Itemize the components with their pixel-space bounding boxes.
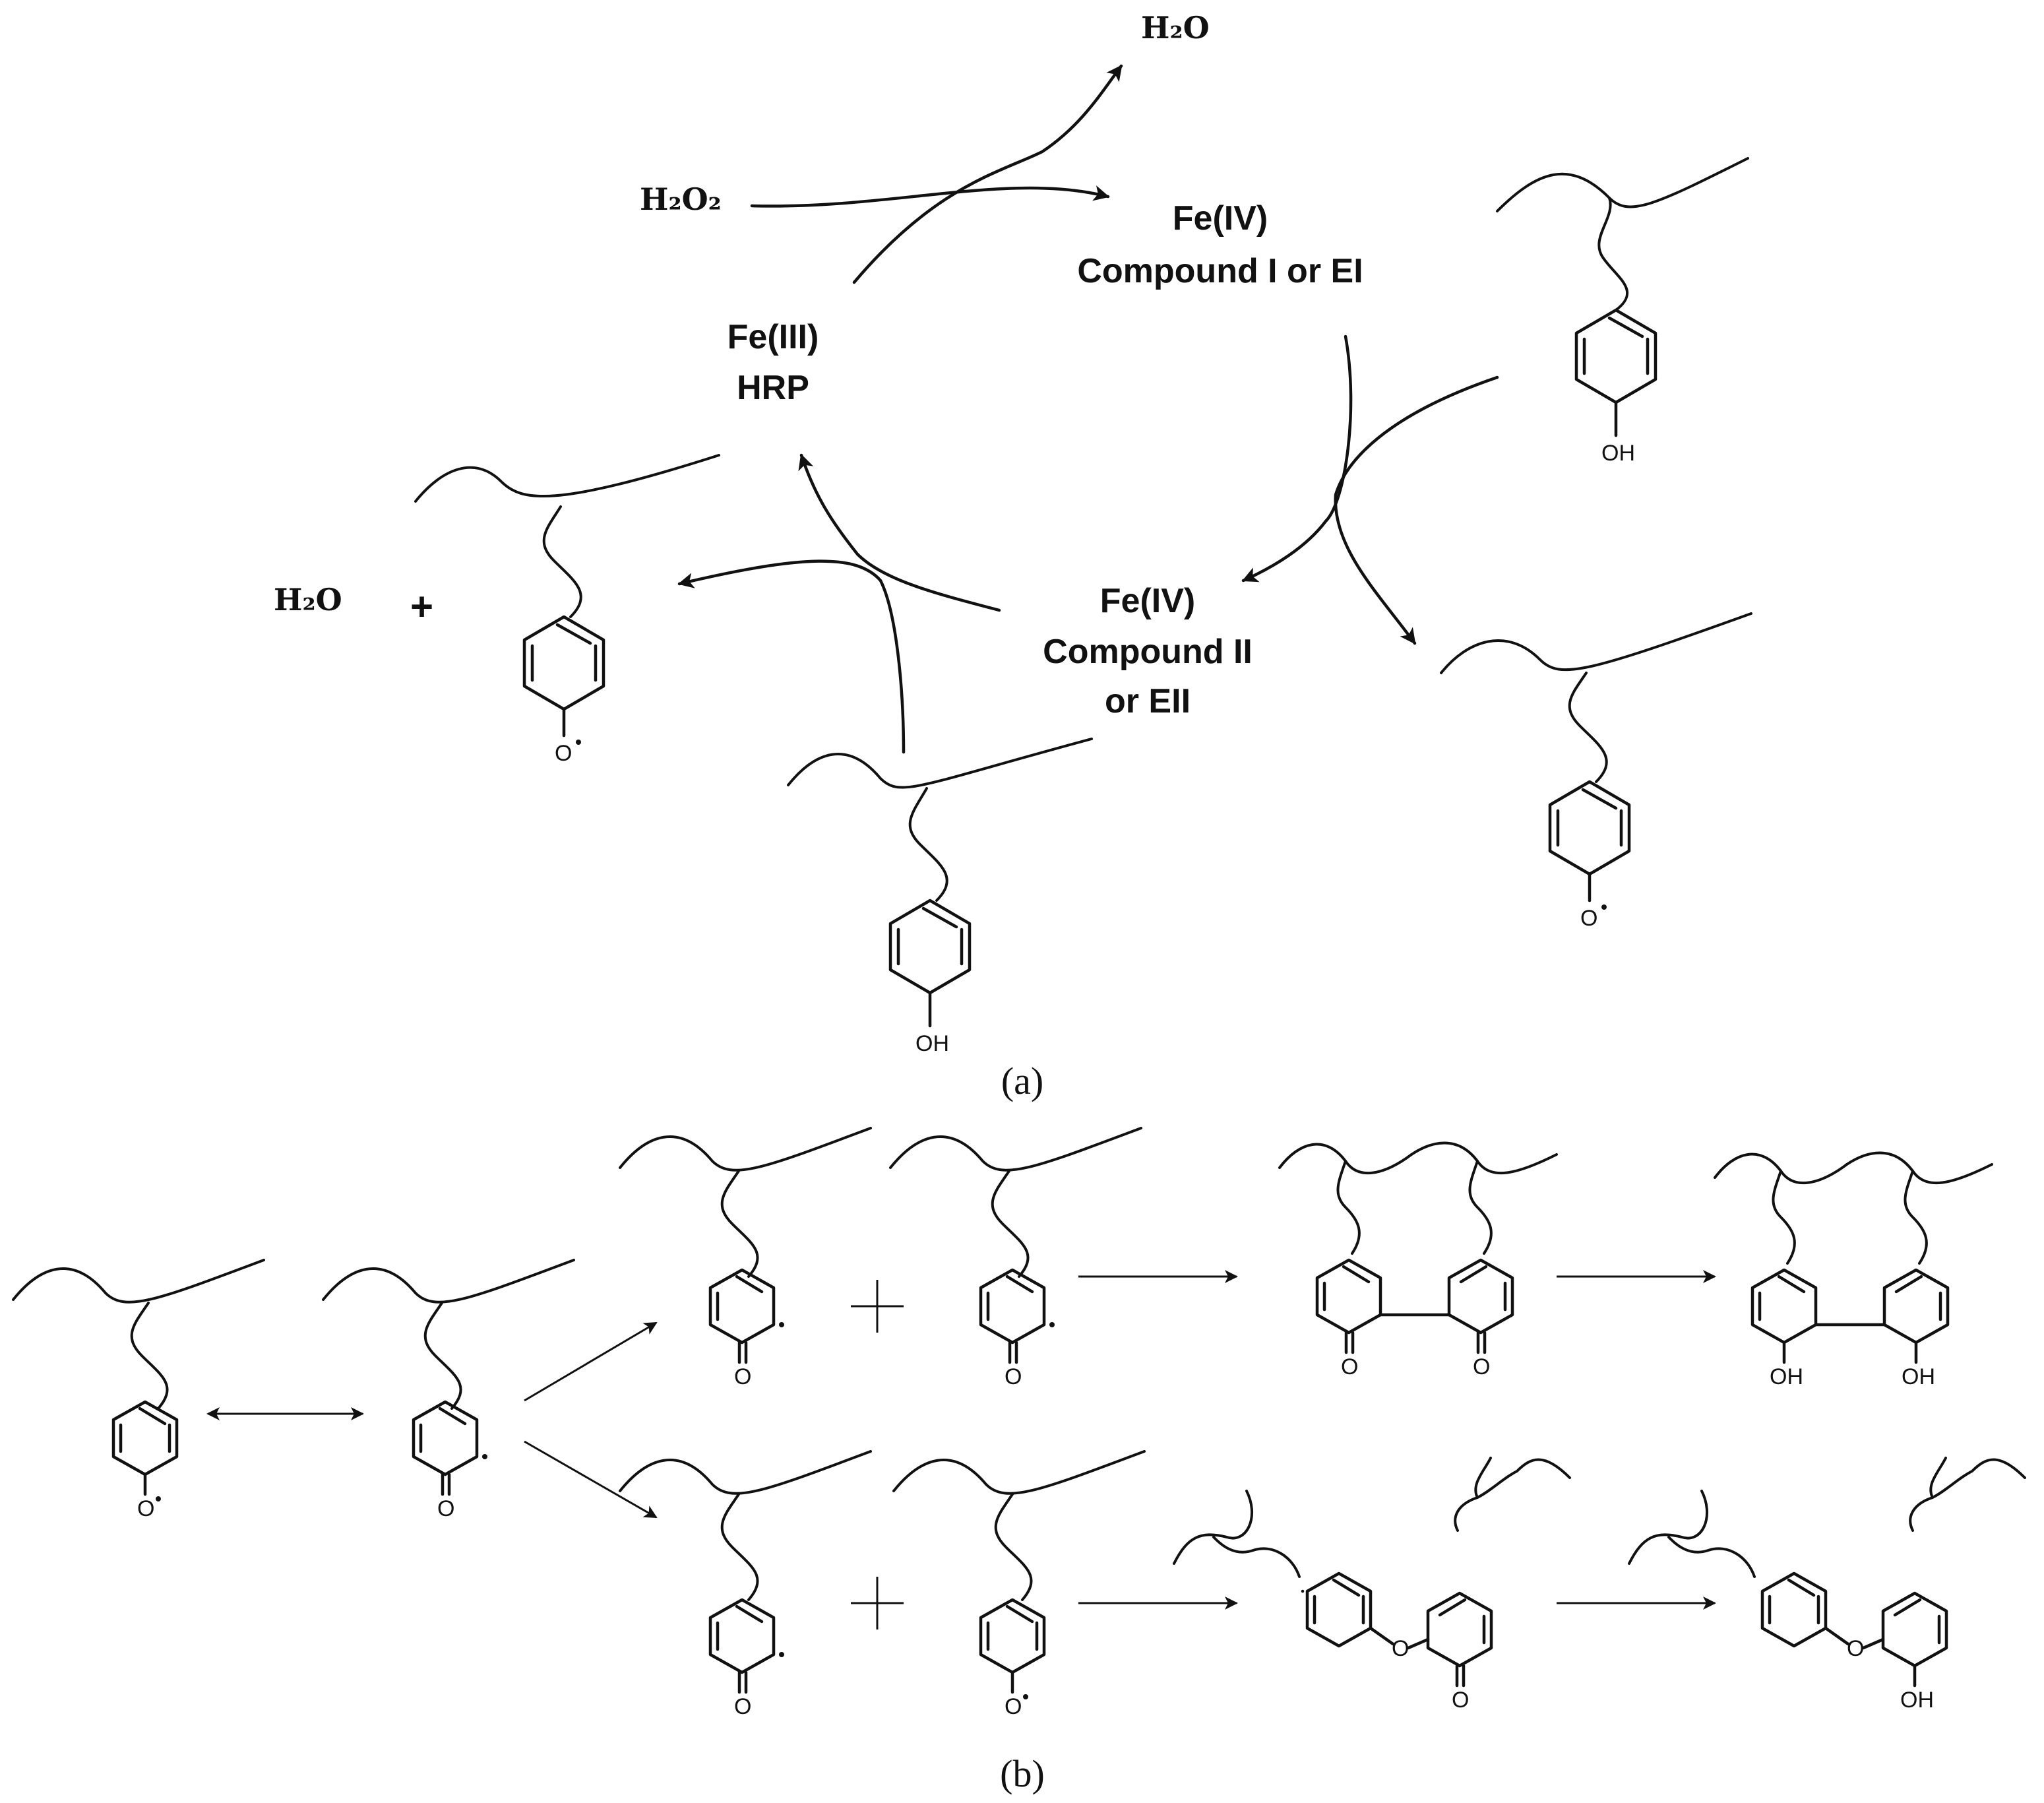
svg-text:O: O [1005,1694,1022,1719]
plus-top [851,1280,904,1333]
svg-text:O: O [1005,1364,1022,1389]
panel-a-caption: (a) [1001,1060,1043,1102]
compound-ii-fe-label: Fe(IV) [1100,582,1195,620]
svg-text:O: O [555,741,572,766]
h2o-left-label: H₂O [274,582,342,617]
svg-text:O: O [137,1496,154,1521]
compound-ii-eii-label: or EII [1105,682,1191,720]
svg-text:O: O [734,1694,751,1719]
branch-arrow-up [524,1321,658,1402]
phenoxy-radical-left: O [414,454,720,766]
b-bottom-keto-radical: O [619,1450,872,1719]
svg-text:O: O [1452,1688,1469,1713]
svg-text:O: O [1847,1636,1864,1661]
b-top-keto-radical-2: O [889,1127,1142,1389]
b-keto-radical: O [322,1259,575,1521]
h2o-top-label: H₂O [1141,10,1210,46]
b-phenoxy-radical: O [12,1259,265,1521]
panel-b: O O [12,1127,2026,1795]
arrow-phenol-to-radical-right [1334,375,1499,645]
plus-bottom [851,1577,904,1629]
svg-text:OH: OH [1770,1364,1803,1389]
arrow-hrp-to-h2o [852,64,1123,284]
svg-text:O: O [437,1496,454,1521]
svg-text:OH: OH [1902,1364,1935,1389]
compound-i-label: Compound I or EI [1077,252,1363,290]
svg-text:O: O [1580,906,1597,931]
svg-text:OH: OH [1900,1688,1934,1713]
b-top-dimer-diol: OH OH [1714,1151,1993,1389]
svg-text:O: O [1392,1636,1409,1661]
phenol-top-right: OH [1496,157,1749,466]
svg-text:O: O [1473,1354,1490,1379]
phenoxy-radical-right: O [1440,612,1752,931]
svg-text:O: O [734,1364,751,1389]
compound-i-fe-label: Fe(IV) [1173,199,1268,237]
svg-text:O: O [1341,1354,1358,1379]
b-top-keto-radical-1: O [619,1127,872,1389]
fe3-label: Fe(III) [728,318,819,356]
b-top-dimer-diketone: O O [1278,1141,1558,1379]
panel-b-caption: (b) [1000,1752,1045,1795]
plus-sign: + [410,585,433,629]
phenol-bottom: OH [787,738,1093,1056]
b-bottom-ether-ketone: O O [1173,1457,1571,1713]
svg-text:OH: OH [915,1031,949,1056]
b-bottom-ether-alcohol: O OH [1628,1457,2026,1713]
branch-arrow-down [524,1440,658,1519]
hrp-label: HRP [737,369,809,407]
compound-ii-label: Compound II [1043,633,1253,671]
arrow-h2o2-to-compound-i [750,185,1110,208]
arrow-compound-ii-to-hrp [798,453,1001,612]
b-bottom-phenoxy-radical: O [892,1450,1146,1719]
panel-a: H₂O₂ H₂O Fe(III) HRP Fe(IV) Compound I o… [274,10,1752,1102]
h2o2-label: H₂O₂ [640,181,722,217]
svg-text:OH: OH [1601,441,1635,466]
arrow-phenol-to-radical-left [677,559,906,754]
arrow-compound-i-to-ii [1241,334,1353,583]
